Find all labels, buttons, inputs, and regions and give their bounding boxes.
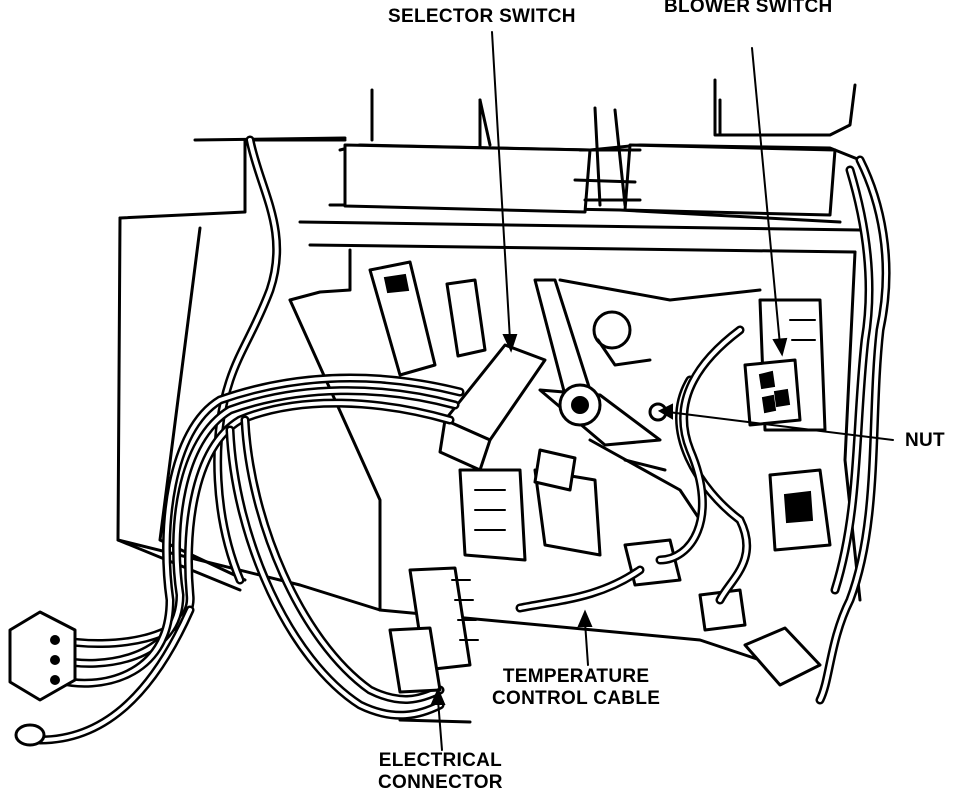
blower-switch <box>743 298 827 432</box>
selector-switch-label: SELECTOR SWITCH <box>388 6 576 27</box>
temperature-control-cable <box>515 565 645 613</box>
nut-label: NUT <box>905 430 945 451</box>
electrical-connector-line1: ELECTRICAL <box>378 750 503 771</box>
selector-switch <box>438 278 762 562</box>
left-connector <box>8 610 77 747</box>
right-connectors <box>623 468 832 687</box>
temperature-control-cable-label: TEMPERATURE CONTROL CABLE <box>492 666 660 710</box>
bracket <box>368 260 652 397</box>
control-head <box>343 106 837 217</box>
leader-lines <box>437 31 894 751</box>
electrical-connector-label: ELECTRICAL CONNECTOR <box>378 750 503 794</box>
wire-harness <box>35 135 891 745</box>
blower-switch-label: BLOWER SWITCH <box>664 0 833 17</box>
electrical-connector <box>388 566 479 694</box>
temperature-control-cable-line1: TEMPERATURE <box>502 666 650 687</box>
leader-arrowheads <box>430 334 788 705</box>
electrical-connector-line2: CONNECTOR <box>378 772 503 793</box>
temperature-control-cable-line2: CONTROL CABLE <box>492 688 661 709</box>
